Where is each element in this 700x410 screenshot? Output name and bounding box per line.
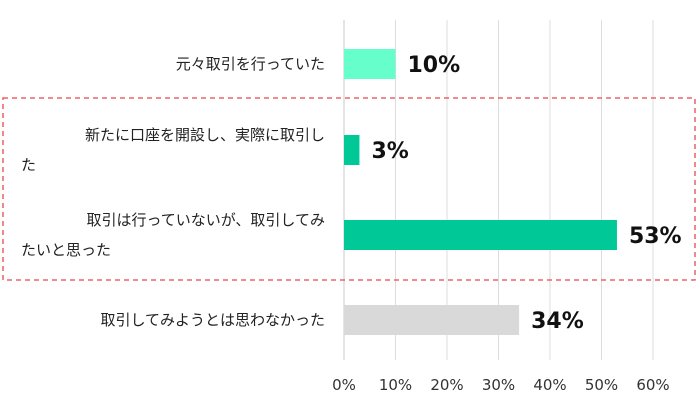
bar	[344, 305, 520, 335]
bar	[344, 49, 396, 79]
category-label: たいと思った	[21, 241, 111, 259]
x-tick-label: 20%	[430, 376, 463, 394]
x-tick-label: 10%	[379, 376, 412, 394]
category-label: た	[21, 156, 36, 174]
x-tick-label: 0%	[332, 376, 356, 394]
value-label: 3%	[371, 139, 408, 164]
x-tick-label: 30%	[482, 376, 515, 394]
bar	[344, 135, 360, 165]
value-label: 53%	[629, 224, 682, 249]
category-label: 取引は行っていないが、取引してみ	[86, 211, 325, 229]
x-tick-label: 60%	[636, 376, 669, 394]
category-label: 元々取引を行っていた	[176, 55, 325, 73]
category-label: 新たに口座を開設し、実際に取引し	[85, 126, 325, 144]
x-tick-label: 40%	[533, 376, 566, 394]
highlight-box	[2, 97, 696, 281]
category-labels: 元々取引を行っていた新たに口座を開設し、実際に取引した取引は行っていないが、取引…	[21, 55, 325, 329]
x-tick-labels: 0% 10% 20% 30% 40% 50% 60%	[332, 376, 670, 394]
bar	[344, 220, 617, 250]
x-tick-label: 50%	[585, 376, 618, 394]
highlight-box-border	[2, 97, 696, 281]
value-labels: 10% 3% 53% 34%	[371, 53, 681, 334]
value-label: 34%	[531, 309, 584, 334]
category-label: 取引してみようとは思わなかった	[100, 311, 325, 329]
value-label: 10%	[408, 53, 461, 78]
bars	[344, 49, 617, 335]
